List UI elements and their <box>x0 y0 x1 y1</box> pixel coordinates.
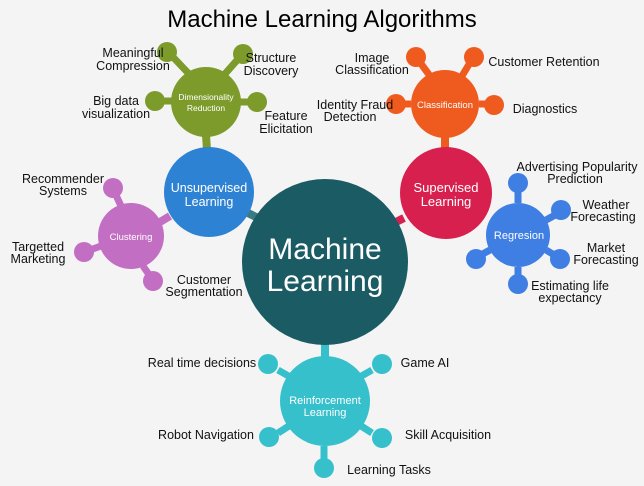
leaf-label: Market <box>587 241 626 255</box>
clustering-circle <box>98 203 164 269</box>
leaf-label: Identity Fraud <box>317 98 393 112</box>
leaf-label: Forecasting <box>570 210 635 224</box>
regression-circle <box>486 203 550 267</box>
classification-node[interactable]: Classification <box>386 47 504 138</box>
clustering-node[interactable]: Clustering <box>74 178 164 291</box>
leaf-label: Weather <box>582 198 629 212</box>
leaf-label: Customer <box>177 273 231 287</box>
spoke-knob <box>386 94 406 114</box>
dimensionality-reduction-label-1: Dimensionality <box>178 92 234 102</box>
unsupervised-learning-circle <box>164 147 254 237</box>
unsupervised-learning-node[interactable]: Unsupervised Learning <box>164 147 254 237</box>
machine-learning-center-node[interactable]: Machine Learning <box>242 179 408 345</box>
reinforcement-label-2: Learning <box>304 407 347 419</box>
classification-circle <box>411 70 479 138</box>
supervised-label-2: Learning <box>421 194 472 209</box>
spoke-knob <box>372 428 392 448</box>
connector-clustering-unsupervised <box>157 212 173 226</box>
spoke-knob <box>508 274 528 294</box>
spoke-knob <box>314 458 334 478</box>
dimensionality-reduction-node[interactable]: Dimensionality Reduction <box>145 42 267 137</box>
leaf-label: Estimating life <box>531 279 609 293</box>
spoke-knob <box>74 242 94 262</box>
leaf-label: Game AI <box>401 356 450 370</box>
supervised-label-1: Supervised <box>413 180 478 195</box>
reinforcement-label-1: Reinforcement <box>289 395 361 407</box>
leaf-label: Advertising Popularity <box>517 160 639 174</box>
leaf-label: Big data <box>93 94 139 108</box>
leaf-label: Detection <box>324 110 377 124</box>
leaf-label: Forecasting <box>573 253 638 267</box>
leaf-label: Diagnostics <box>513 102 578 116</box>
supervised-learning-circle <box>400 147 492 239</box>
leaf-label: Segmentation <box>165 285 242 299</box>
center-label-2: Learning <box>267 265 384 298</box>
spoke-knob <box>233 44 253 64</box>
leaf-label: Recommender <box>22 172 104 186</box>
leaf-label: Elicitation <box>259 122 313 136</box>
dimensionality-reduction-circle <box>171 67 241 137</box>
spoke <box>169 53 193 78</box>
leaf-label: Customer Retention <box>488 55 599 69</box>
dimensionality-reduction-label-2: Reduction <box>187 103 226 113</box>
leaf-label: Skill Acquisition <box>405 428 491 442</box>
spoke-knob <box>464 47 484 67</box>
leaf-label: Real time decisions <box>148 356 256 370</box>
leaf-label: Structure <box>246 51 297 65</box>
machine-learning-circle <box>242 179 408 345</box>
spoke-knob <box>145 91 165 111</box>
supervised-learning-node[interactable]: Supervised Learning <box>400 147 492 239</box>
unsupervised-label-2: Learning <box>185 195 234 209</box>
spoke-knob <box>466 249 486 269</box>
leaf-label: Discovery <box>244 64 300 78</box>
regression-node[interactable]: Regresion <box>466 173 571 294</box>
leaf-label: visualization <box>82 107 150 121</box>
leaf-label: Robot Navigation <box>158 428 254 442</box>
leaf-label: Compression <box>96 59 170 73</box>
classification-label: Classification <box>417 100 473 111</box>
leaf-label: Prediction <box>547 172 603 186</box>
spoke-knob <box>258 354 278 374</box>
leaf-label: Meaningful <box>102 46 163 60</box>
reinforcement-learning-node[interactable]: Reinforcement Learning <box>258 354 392 478</box>
leaf-label: Learning Tasks <box>347 463 431 477</box>
spoke-knob <box>551 200 571 220</box>
spoke-knob <box>550 249 570 269</box>
leaf-label: Marketing <box>11 252 66 266</box>
spoke-knob <box>372 354 392 374</box>
spoke-knob <box>484 95 504 115</box>
spoke-knob <box>143 271 163 291</box>
regression-label: Regresion <box>494 230 544 242</box>
leaf-label: Image <box>355 51 390 65</box>
spoke-knob <box>508 173 528 193</box>
leaf-label: Systems <box>39 184 87 198</box>
leaf-label: Classification <box>335 63 409 77</box>
spoke-knob <box>406 47 426 67</box>
spoke-knob <box>103 178 123 198</box>
leaf-label: Targetted <box>12 240 64 254</box>
center-label-1: Machine <box>268 233 381 266</box>
spoke-knob <box>247 92 267 112</box>
leaf-label: expectancy <box>538 291 602 305</box>
diagram-title: Machine Learning Algorithms <box>167 6 477 33</box>
spoke-knob <box>259 427 279 447</box>
spoke-knob <box>157 42 177 62</box>
unsupervised-label-1: Unsupervised <box>171 181 247 195</box>
leaf-label: Feature <box>264 109 307 123</box>
clustering-label: Clustering <box>110 232 153 243</box>
reinforcement-learning-circle <box>280 356 370 446</box>
